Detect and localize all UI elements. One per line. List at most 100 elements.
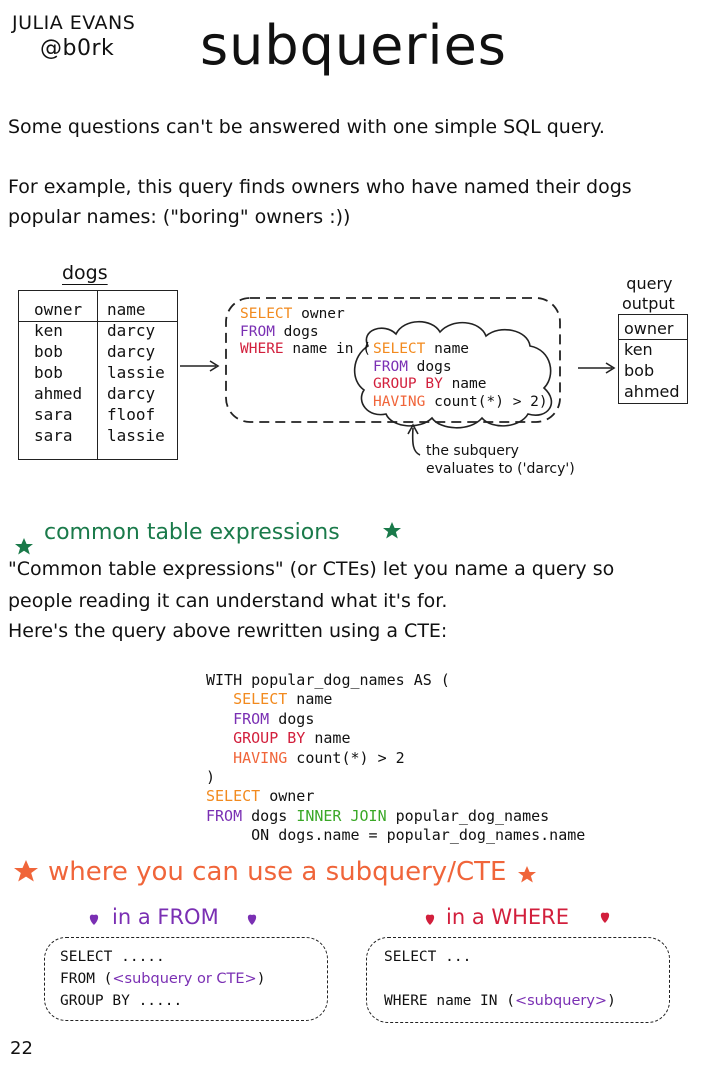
sql-keyword: SELECT [206,787,261,806]
sql-text: count(*) > 2) [425,393,548,410]
intro-line-3: popular names: ("boring" owners :)) [8,206,351,228]
output-col: owner ken bob ahmed [624,318,680,402]
sql-keyword: WHERE [240,341,284,357]
output-header: owner [624,319,674,338]
dogs-cell: sara [34,405,73,424]
sql-keyword: FROM [206,806,243,825]
arrow-head [605,362,616,374]
star-icon [518,866,536,883]
intro-line-2: For example, this query finds owners who… [8,176,632,198]
cte-heading: common table expressions [44,520,340,545]
output-title-line-2: output [622,294,675,313]
output-cell: ken [624,340,653,359]
dogs-header-name: name [107,300,146,319]
output-title-line-1: query [626,274,673,293]
dogs-cell: bob [34,342,63,361]
page-title: subqueries [200,14,507,77]
output-cell: bob [624,361,655,380]
dogs-col-name: name darcy darcy lassie darcy floof lass… [107,299,165,446]
heart-icon [600,912,610,923]
annotation-arrow-head [407,423,419,435]
intro-line-1: Some questions can't be answered with on… [8,116,605,138]
sql-text: name [442,376,487,392]
dogs-cell: lassie [107,363,165,382]
sql-text: name in ( [283,341,371,357]
sql-text: WHERE name IN ( [384,993,515,1009]
sql-text: SELECT ..... [60,949,165,965]
dogs-cell: ahmed [34,384,83,403]
heart-icon [89,914,99,925]
where-heading: where you can use a subquery/CTE [48,857,507,887]
sql-text: ) [607,993,616,1009]
dogs-cell: darcy [107,384,156,403]
sql-keyword: FROM [233,709,270,728]
subquery-annotation: the subquery evaluates to ('darcy') [426,442,575,478]
annotation-arrow [411,427,421,456]
outer-query: SELECT owner FROM dogs WHERE name in ( [240,306,371,359]
sql-keyword: SELECT [233,690,288,709]
sql-text: SELECT ... [384,949,472,965]
dogs-cell: darcy [107,342,156,361]
subquery-cloud [353,320,553,429]
cte-para-2: people reading it can understand what it… [8,590,448,612]
sql-text: name [425,341,470,357]
star-icon [14,860,38,882]
sql-text: dogs [242,806,297,825]
where-label: in a WHERE [446,905,570,929]
dogs-table-title: dogs [62,262,108,284]
from-example-code: SELECT ..... FROM (<subquery or CTE>) GR… [60,946,265,1012]
sql-text: FROM ( [60,971,113,987]
dogs-cell: sara [34,426,73,445]
page-number: 22 [10,1038,33,1059]
sql-text: ) [256,971,266,987]
author-handle: @b0rk [40,36,115,61]
sql-keyword: HAVING [233,748,288,767]
arrow-head [209,360,220,372]
annotation-line-1: the subquery [426,443,519,459]
star-icon [383,522,401,539]
sql-text: dogs [274,323,319,340]
where-example-code: SELECT ... WHERE name IN (<subquery>) [384,946,616,1012]
sql-text: ) [206,768,216,787]
sql-text: GROUP BY ..... [60,993,183,1009]
heart-icon [425,914,435,925]
dogs-cell: ken [34,321,63,340]
author-name: JULIA EVANS [12,12,136,34]
sql-text: count(*) > 2 [287,748,405,767]
sql-text: owner [260,787,315,806]
dogs-table-divider [97,291,98,459]
sql-keyword: GROUP BY [373,376,443,392]
annotation-line-2: evaluates to ('darcy') [426,461,575,477]
sql-keyword: SELECT [240,306,293,322]
output-cell: ahmed [624,382,680,401]
output-header-rule [619,339,687,340]
sql-keyword: GROUP BY [233,729,306,748]
author-credit: JULIA EVANS @b0rk [12,10,135,62]
cte-query: WITH popular_dog_names AS ( SELECT name … [206,671,585,846]
sql-text: popular_dog_names [386,806,550,825]
sql-text: owner [292,306,345,322]
sql-text: ON dogs.name = popular_dog_names.name [251,826,586,845]
star-icon [15,538,33,555]
cte-para-3: Here's the query above rewritten using a… [8,620,448,642]
dogs-cell: floof [107,405,156,424]
sql-keyword: INNER JOIN [296,806,387,825]
output-title: query output [622,274,675,314]
heart-icon [247,914,257,925]
sql-placeholder: <subquery> [514,993,608,1009]
dogs-table-header-rule [19,321,177,322]
cte-para-1: "Common table expressions" (or CTEs) let… [8,558,615,580]
sql-keyword: SELECT [373,341,426,357]
from-example-box [44,937,328,1021]
where-example-box [366,937,670,1023]
sql-placeholder: <subquery or CTE> [112,971,257,987]
sql-text: name [287,690,333,709]
sql-keyword: FROM [373,358,408,375]
dogs-header-owner: owner [34,300,83,319]
dogs-cell: lassie [107,426,165,445]
sql-text: dogs [407,358,452,375]
sql-keyword: HAVING [373,393,426,410]
dogs-cell: bob [34,363,63,382]
sql-text: dogs [269,709,315,728]
